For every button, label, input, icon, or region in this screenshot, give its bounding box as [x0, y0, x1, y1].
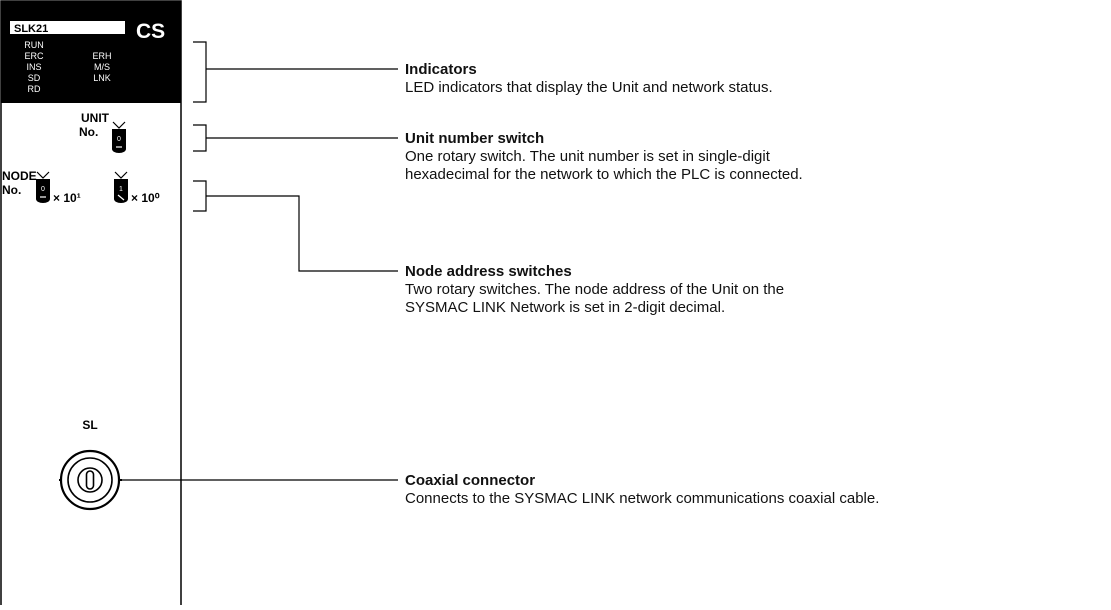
unit-switch-bracket — [193, 124, 207, 152]
node-switches-desc-line-1: Two rotary switches. The node address of… — [405, 281, 785, 298]
unit-switch-desc-line-2: hexadecimal for the network to which the… — [405, 166, 803, 183]
node-rotary-switch-1 — [36, 179, 50, 203]
unit-switch-label-no: No. — [79, 125, 98, 139]
node-switch-1-arrow-icon — [36, 171, 50, 179]
node-switch-2-slot — [117, 194, 125, 201]
node-switches-callout: Node address switches Two rotary switche… — [405, 263, 784, 317]
unit-switch-label: UNIT — [81, 111, 110, 125]
led-label-rd: RD — [28, 84, 41, 94]
indicators-bracket — [193, 41, 207, 103]
led-label-ms: M/S — [94, 62, 110, 72]
node-rotary-switch-2 — [114, 179, 128, 203]
led-label-ins: INS — [26, 62, 41, 72]
node-switch-2-multiplier: × 10⁰ — [131, 191, 160, 205]
brand-logo: CS — [136, 20, 165, 43]
node-switches-desc-line-2: SYSMAC LINK Network is set in 2-digit de… — [405, 299, 726, 316]
node-switch-2-arrow-icon — [114, 171, 128, 179]
unit-switch-desc-line-1: One rotary switch. The unit number is se… — [405, 148, 770, 165]
connector-label: SL — [82, 418, 97, 432]
node-switches-leader — [206, 195, 398, 272]
led-label-erc: ERC — [24, 51, 44, 61]
indicators-title: Indicators — [405, 61, 477, 78]
node-switches-bracket — [193, 180, 207, 212]
coax-desc-line: Connects to the SYSMAC LINK network comm… — [405, 490, 880, 507]
led-panel — [1, 1, 181, 103]
led-label-lnk: LNK — [93, 73, 111, 83]
led-label-run: RUN — [24, 40, 44, 50]
led-label-erh: ERH — [92, 51, 111, 61]
model-name: SLK21 — [14, 23, 48, 35]
node-switch-2-value: 1 — [119, 186, 123, 193]
unit-switch-arrow-icon — [112, 121, 126, 129]
node-switch-label: NODE — [2, 169, 37, 183]
coax-callout: Coaxial connector Connects to the SYSMAC… — [405, 472, 879, 508]
coax-title: Coaxial connector — [405, 472, 536, 489]
node-switch-label-no: No. — [2, 183, 21, 197]
unit-switch-value: 0 — [117, 136, 121, 143]
unit-rotary-switch — [112, 129, 126, 153]
coaxial-connector-icon — [59, 449, 122, 511]
indicators-desc-line: LED indicators that display the Unit and… — [405, 79, 773, 96]
unit-switch-callout: Unit number switch One rotary switch. Th… — [405, 130, 803, 184]
node-switch-1-value: 0 — [41, 186, 45, 193]
node-switch-1-multiplier: × 10¹ — [53, 191, 81, 205]
model-banner — [10, 21, 125, 34]
unit-switch-title: Unit number switch — [405, 130, 545, 147]
node-switches-title: Node address switches — [405, 263, 572, 280]
indicators-callout: Indicators LED indicators that display t… — [405, 61, 773, 97]
led-label-sd: SD — [28, 73, 41, 83]
